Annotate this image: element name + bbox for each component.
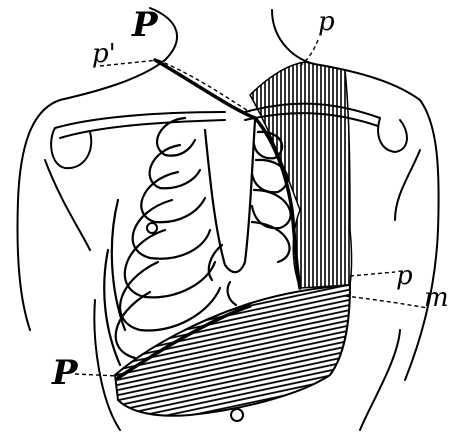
lower-hatched-area [115, 285, 350, 416]
label-p-top-right: p [318, 7, 335, 37]
label-P-top: P [131, 5, 159, 45]
marker-circle-chest [147, 223, 157, 233]
sternum [205, 120, 255, 272]
label-p-right: p [396, 261, 413, 291]
label-p-prime: p' [92, 39, 116, 69]
right-hatched-area [250, 62, 352, 288]
navel-circle [231, 409, 243, 421]
label-m-right: m [424, 283, 449, 313]
label-P-bottom-left: P [51, 353, 79, 393]
shoulder-clavicles [45, 104, 420, 250]
